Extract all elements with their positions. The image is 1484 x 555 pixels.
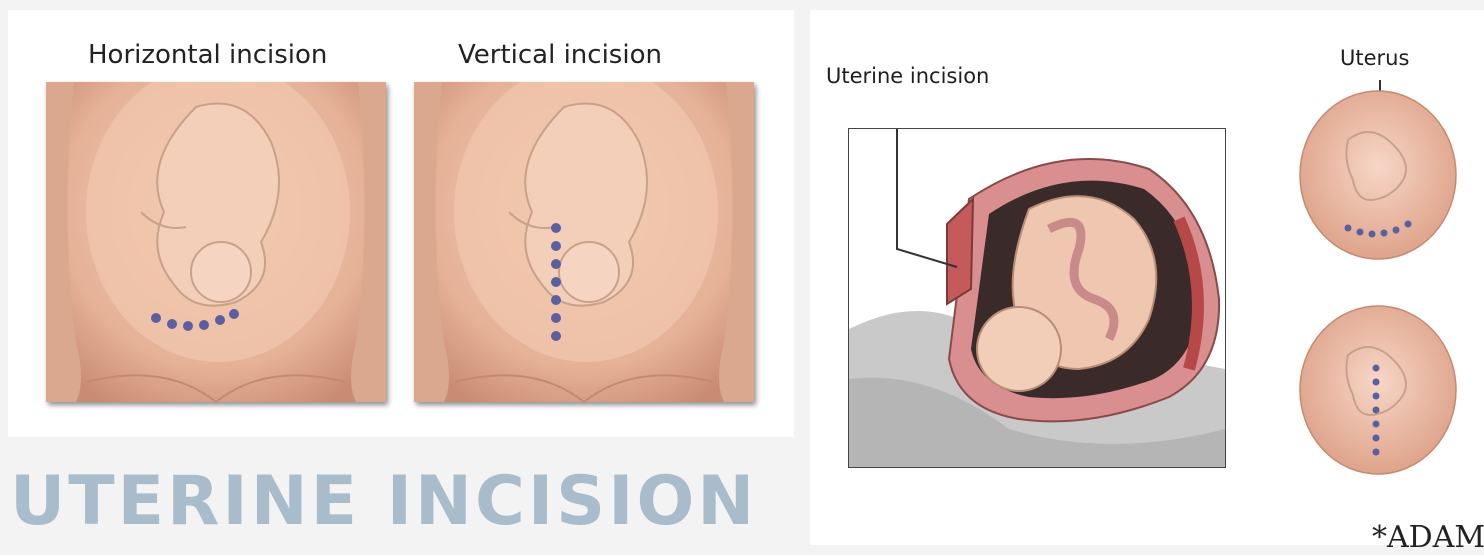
slide-title: UTERINE INCISION [10,462,757,541]
uterus-horizontal-incision [1288,80,1468,270]
uterine-incision-label: Uterine incision [826,64,989,88]
vertical-incision-illustration [414,82,754,402]
abdominal-incision-figure: Horizontal incision Vertical incision [8,10,794,437]
adam-logo: *ADAM [1372,520,1484,555]
uterus-label: Uterus [1340,46,1409,70]
uterus-vertical-incision [1288,300,1468,490]
uterus-cross-section-illustration [848,128,1226,468]
vertical-incision-label: Vertical incision [458,40,662,70]
horizontal-incision-label: Horizontal incision [88,40,327,70]
uterine-incision-figure: Uterine incision Uterus [810,10,1484,545]
horizontal-incision-illustration [46,82,386,402]
